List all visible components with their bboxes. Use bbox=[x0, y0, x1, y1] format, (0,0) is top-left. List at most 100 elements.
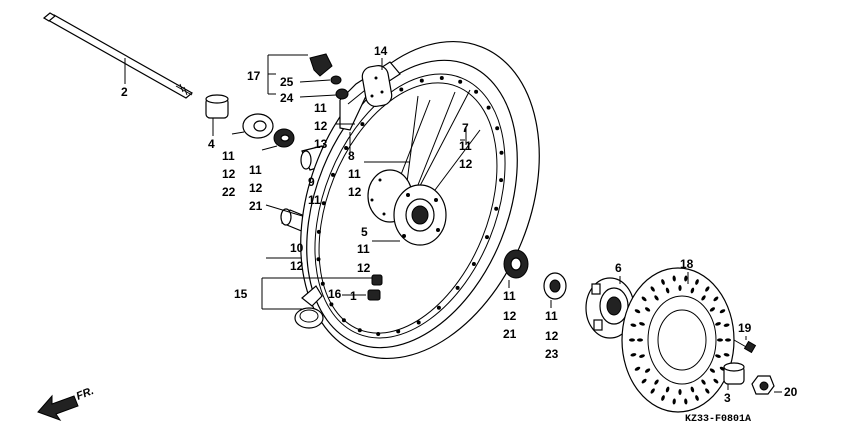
callout-17: 17 bbox=[247, 69, 261, 83]
axle-collar bbox=[205, 94, 229, 119]
rim-hole bbox=[494, 206, 499, 211]
rim-hole bbox=[436, 305, 441, 310]
front-axle bbox=[42, 12, 194, 99]
callout-11-e: 11 bbox=[348, 167, 361, 181]
disc-hole bbox=[705, 286, 710, 292]
rim-hole bbox=[331, 172, 335, 177]
callout-5: 5 bbox=[361, 225, 368, 239]
rim-hole bbox=[486, 105, 491, 110]
rim-hole bbox=[416, 320, 421, 325]
dust-seal-left bbox=[242, 113, 274, 139]
callout-12-h: 12 bbox=[503, 309, 517, 323]
front-wheel bbox=[300, 40, 540, 360]
callout-22: 22 bbox=[222, 185, 236, 199]
front-direction-arrow-icon bbox=[37, 394, 79, 421]
disc-hole bbox=[684, 398, 688, 405]
disc-hole bbox=[715, 354, 721, 358]
rim-hole bbox=[495, 126, 500, 131]
callout-19: 19 bbox=[738, 321, 752, 335]
rim-hole bbox=[474, 89, 479, 94]
callout-12-i: 12 bbox=[545, 329, 559, 343]
callout-21-b: 21 bbox=[503, 327, 517, 341]
dust-seal-right bbox=[543, 272, 567, 300]
rim-hole bbox=[455, 285, 460, 290]
disc-hole bbox=[665, 386, 670, 393]
callout-11-b: 11 bbox=[249, 163, 262, 177]
disc-hole bbox=[629, 338, 635, 342]
disc-hole bbox=[678, 389, 682, 395]
tire-tube bbox=[294, 285, 324, 329]
disc-holes bbox=[629, 275, 731, 405]
callout-11-g: 11 bbox=[357, 242, 370, 256]
rim-hole bbox=[419, 78, 424, 83]
disc-hole bbox=[723, 323, 730, 327]
callout-7: 7 bbox=[462, 121, 469, 135]
disc-hole bbox=[701, 379, 706, 385]
rim-hole bbox=[396, 329, 401, 334]
disc-hole bbox=[690, 386, 695, 393]
callout-6: 6 bbox=[615, 261, 622, 275]
callout-18: 18 bbox=[680, 257, 694, 271]
callout-11-f: 11 bbox=[459, 139, 472, 153]
callout-24: 24 bbox=[280, 91, 294, 105]
rim-hole bbox=[399, 87, 404, 92]
rim-spoke-holes bbox=[316, 76, 504, 336]
callout-16: 16 bbox=[328, 287, 342, 301]
disc-hole bbox=[630, 323, 637, 327]
callout-3: 3 bbox=[724, 391, 731, 405]
disc-hole bbox=[695, 395, 699, 401]
rim-hole bbox=[360, 122, 365, 127]
disc-hole bbox=[661, 395, 665, 401]
rim-hole bbox=[376, 332, 381, 336]
callout-14: 14 bbox=[374, 44, 388, 58]
disc-hole bbox=[630, 353, 637, 357]
disc-hole bbox=[713, 296, 719, 302]
disc-hole bbox=[654, 295, 659, 301]
disc-hole bbox=[719, 309, 726, 314]
disc-hole bbox=[637, 338, 643, 342]
disc-hole bbox=[725, 338, 731, 342]
callout-12-a: 12 bbox=[222, 167, 236, 181]
callout-20: 20 bbox=[784, 385, 798, 399]
disc-hole bbox=[678, 285, 682, 291]
callout-12-c: 12 bbox=[290, 259, 304, 273]
disc-hole bbox=[709, 368, 716, 373]
disc-hole bbox=[672, 398, 676, 405]
rim-hole bbox=[329, 302, 334, 307]
disc-hole bbox=[701, 295, 706, 301]
rim-hole bbox=[471, 262, 476, 266]
rim-lock-cap bbox=[309, 53, 349, 100]
axle-nut bbox=[751, 375, 775, 395]
disc-hole bbox=[713, 378, 719, 384]
disc-hole bbox=[639, 322, 645, 326]
disc-hole bbox=[634, 309, 641, 314]
callout-1: 1 bbox=[350, 289, 357, 303]
rim-hole bbox=[316, 229, 321, 234]
disc-hole bbox=[684, 275, 688, 282]
callout-12-f: 12 bbox=[459, 157, 473, 171]
side-collar bbox=[723, 362, 745, 385]
disc-hole bbox=[690, 287, 695, 294]
rim-hole bbox=[344, 146, 349, 150]
callout-9: 9 bbox=[308, 175, 315, 189]
callout-11-d: 11 bbox=[314, 101, 327, 115]
disc-hole bbox=[639, 354, 645, 358]
callout-10: 10 bbox=[290, 241, 304, 255]
bearing-right bbox=[503, 249, 529, 279]
callout-2: 2 bbox=[121, 85, 128, 99]
rim-hole bbox=[499, 178, 504, 183]
rim-hole bbox=[439, 76, 444, 80]
bearing-left bbox=[273, 128, 295, 148]
callout-11-i: 11 bbox=[545, 309, 558, 323]
callout-13: 13 bbox=[314, 137, 328, 151]
callout-23: 23 bbox=[545, 347, 559, 361]
rim-hole bbox=[485, 235, 489, 240]
tube-valve bbox=[361, 65, 393, 107]
rim-hole bbox=[316, 257, 321, 262]
callout-4: 4 bbox=[208, 137, 215, 151]
disc-hole bbox=[665, 287, 670, 294]
rim-hole bbox=[357, 328, 362, 333]
disc-hole bbox=[715, 322, 721, 326]
